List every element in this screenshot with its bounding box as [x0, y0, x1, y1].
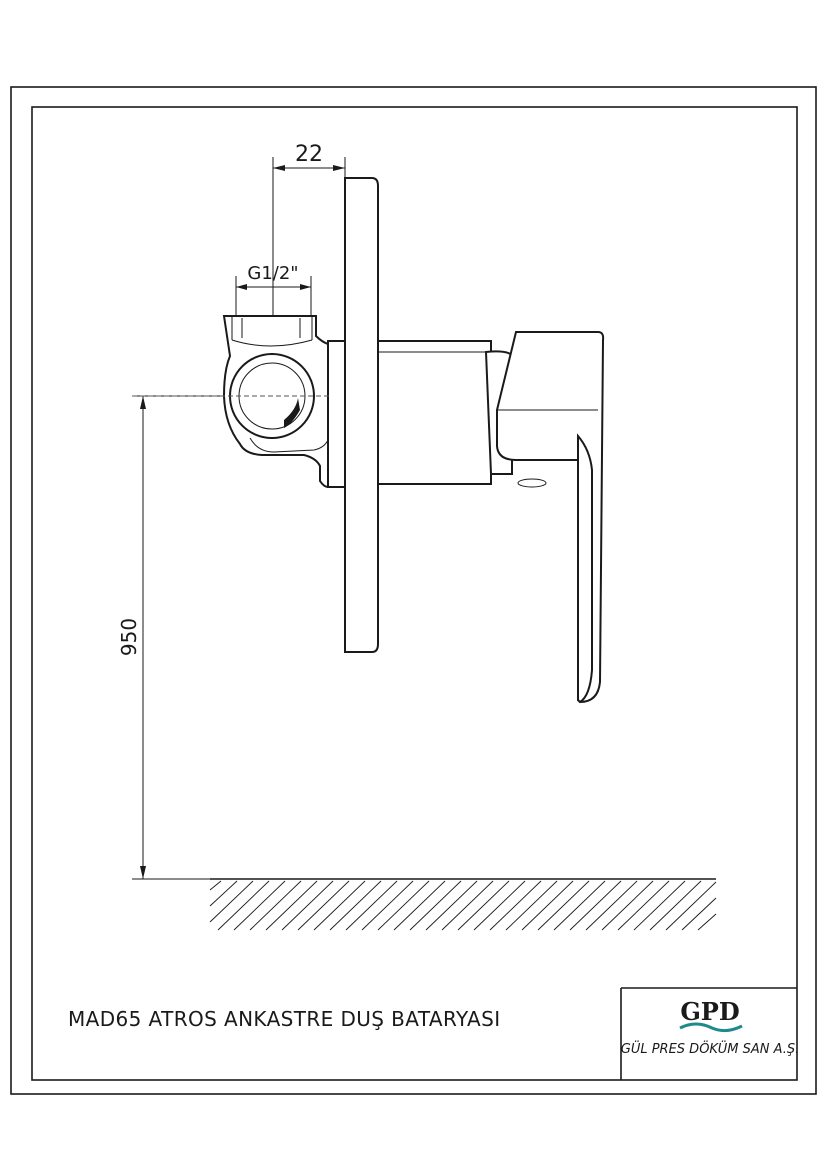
hatch-line: [681, 897, 717, 931]
hatch-line: [209, 880, 238, 907]
hatch-line: [265, 880, 318, 931]
logo-wave: [679, 1022, 743, 1033]
dimension-950-label: 950: [117, 618, 141, 656]
hatch-line: [617, 880, 670, 931]
hatch-line: [361, 880, 414, 931]
dimension-950: 950: [117, 395, 330, 880]
hatch-line: [521, 880, 574, 931]
logo-text: GPD: [680, 997, 739, 1026]
hatch-line: [633, 880, 686, 931]
hatch-line: [489, 880, 542, 931]
hatch-line: [457, 880, 510, 931]
cylinder-body: [377, 340, 492, 485]
lever: [577, 433, 593, 704]
hatch-line: [329, 880, 382, 931]
hatch-line: [569, 880, 622, 931]
hatch-line: [505, 880, 558, 931]
mixer-side-view: [132, 177, 605, 704]
hatch-line: [473, 880, 526, 931]
wall-cover-plate: [344, 177, 379, 653]
hatch-line: [585, 880, 638, 931]
hatch-line: [281, 880, 334, 931]
lower-bracket: [249, 437, 329, 453]
hatch-line: [665, 881, 717, 931]
hatch-line: [249, 880, 302, 931]
hatch-line: [217, 880, 270, 931]
title-block: MAD65 ATROS ANKASTRE DUŞ BATARYASI GPD G…: [68, 987, 800, 1080]
hatch-line: [553, 880, 606, 931]
hatch-line: [345, 880, 398, 931]
hatch-line: [297, 880, 350, 931]
hatch-line: [209, 880, 254, 923]
product-title: MAD65 ATROS ANKASTRE DUŞ BATARYASI: [68, 1007, 501, 1031]
hatch-line: [697, 913, 717, 931]
hatch-line: [649, 880, 702, 931]
hatch-line: [425, 880, 478, 931]
company-name: GÜL PRES DÖKÜM SAN A.Ş.: [621, 1040, 800, 1057]
hatch-line: [377, 880, 430, 931]
hatch-line: [409, 880, 462, 931]
dimension-22-label: 22: [295, 142, 323, 167]
mounting-flange: [327, 340, 346, 488]
hatch-line: [441, 880, 494, 931]
hatch-line: [537, 880, 590, 931]
hatch-line: [233, 880, 286, 931]
handle-block: [496, 331, 605, 704]
hatch-line: [313, 880, 366, 931]
handle-pin: [517, 478, 547, 488]
hatch-line: [209, 880, 222, 891]
hatch-line: [393, 880, 446, 931]
floor-hatching: [209, 878, 717, 931]
dimension-thread-label: G1/2": [247, 263, 298, 284]
outer-frame: [10, 86, 817, 1095]
dimension-thread: G1/2": [235, 263, 312, 318]
inner-frame: [31, 106, 798, 1081]
hatch-line: [601, 880, 654, 931]
